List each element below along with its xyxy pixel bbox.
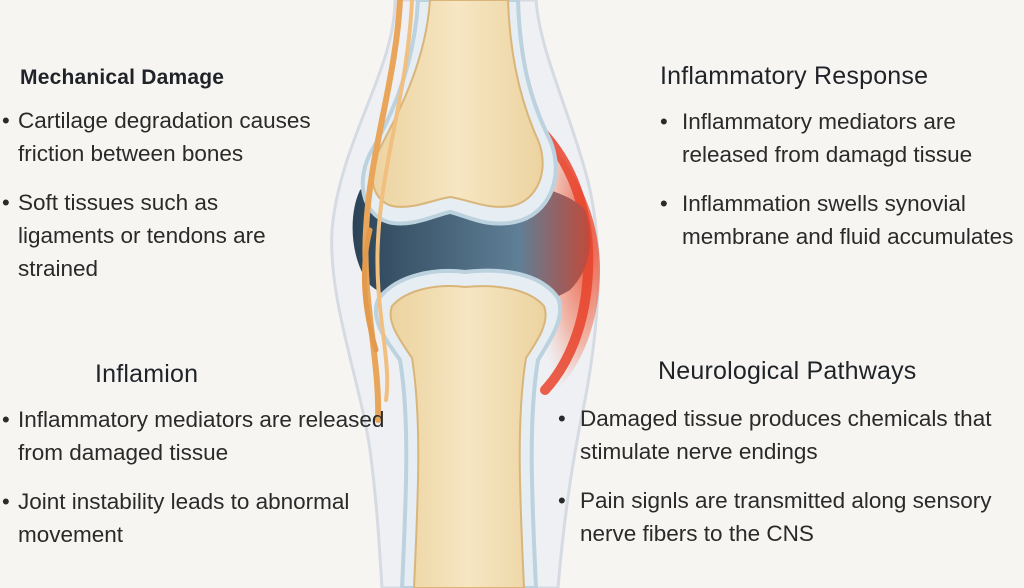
knee-joint-illustration [330, 0, 600, 588]
inflammatory-response-title: Inflammatory Response [660, 62, 929, 90]
bullet-icon: • [558, 488, 566, 513]
list-item: • Inflammatory mediators are released fro… [0, 403, 390, 469]
list-item: • Damaged tissue produces chemicals that … [556, 402, 1024, 468]
list-item: • Pain signls are transmitted along senso… [556, 484, 1024, 550]
bullet-icon: • [2, 108, 10, 133]
bullet-icon: • [660, 109, 668, 134]
tendon-left-2 [375, 0, 414, 402]
list-item: • Inflammation swells synovial membrane a… [658, 187, 1024, 253]
mechanical-damage-list: • Cartilage degradation causes friction b… [0, 104, 320, 285]
bullet-icon: • [2, 489, 10, 514]
list-item-text: Cartilage degradation causes friction be… [18, 108, 311, 166]
mechanical-damage-section: Mechanical Damage • Cartilage degradation… [0, 66, 320, 301]
tendon-left-1 [362, 0, 403, 423]
bullet-icon: • [558, 406, 566, 431]
mechanical-damage-title: Mechanical Damage [20, 66, 225, 89]
bullet-icon: • [2, 407, 10, 432]
inflammation-title: Inflamion [95, 360, 199, 388]
list-item-text: Damaged tissue produces chemicals that s… [580, 406, 992, 464]
list-item: • Joint instability leads to abnormal mov… [0, 485, 390, 551]
inflammatory-response-section: Inflammatory Response • Inflammatory medi… [658, 62, 1024, 269]
inflammation-section: Inflamion • Inflammatory mediators are re… [0, 360, 390, 567]
bullet-icon: • [660, 191, 668, 216]
list-item-text: Joint instability leads to abnormal move… [18, 489, 350, 547]
list-item-text: Inflammatory mediators are released from… [18, 407, 385, 465]
neurological-pathways-title: Neurological Pathways [658, 357, 917, 385]
inflamed-synovium [525, 115, 594, 395]
inflammation-list: • Inflammatory mediators are released fro… [0, 403, 390, 551]
tibia-shaft [389, 285, 547, 588]
femur-shaft [371, 0, 544, 208]
list-item-text: Inflammatory mediators are released from… [682, 109, 973, 167]
neurological-pathways-section: Neurological Pathways • Damaged tissue pr… [556, 357, 1024, 566]
ligament-left [361, 227, 379, 353]
bullet-icon: • [2, 190, 10, 215]
list-item: • Inflammatory mediators are released fro… [658, 105, 1024, 171]
list-item-text: Soft tissues such as ligaments or tendon… [18, 190, 266, 281]
neurological-pathways-list: • Damaged tissue produces chemicals that … [556, 402, 1024, 550]
list-item-text: Inflammation swells synovial membrane an… [682, 191, 1014, 249]
list-item: • Cartilage degradation causes friction b… [0, 104, 320, 170]
list-item-text: Pain signls are transmitted along sensor… [580, 488, 992, 546]
list-item: • Soft tissues such as ligaments or tendo… [0, 186, 320, 285]
inflammatory-response-list: • Inflammatory mediators are released fro… [658, 105, 1024, 253]
